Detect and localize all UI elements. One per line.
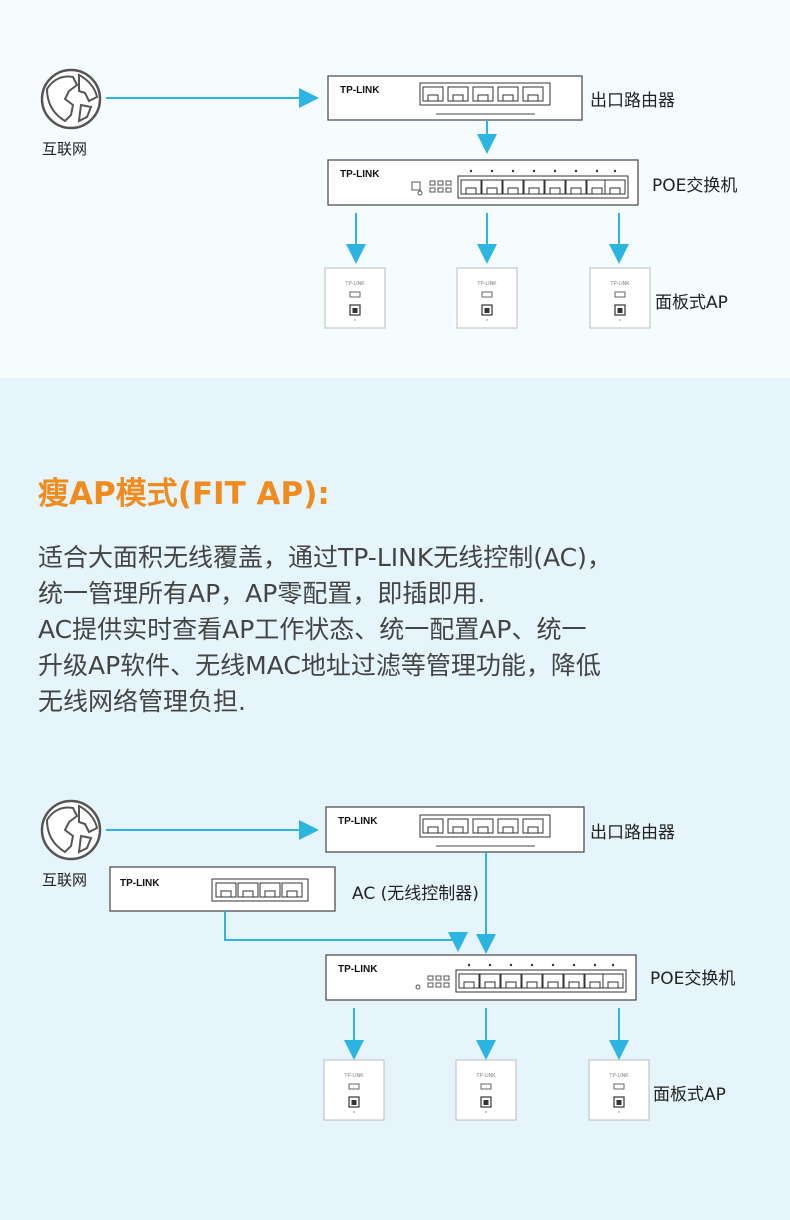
switch-label: POE交换机 <box>650 969 736 989</box>
globe-icon <box>40 68 102 130</box>
svg-text:TP-LINK: TP-LINK <box>338 816 378 827</box>
panel-ap-3 <box>588 1059 650 1121</box>
router-label: 出口路由器 <box>590 823 675 843</box>
top-network-diagram: TP-LINK TP-LINK TP-LINK <box>40 68 651 329</box>
description-line: 升级AP软件、无线MAC地址过滤等管理功能，降低 <box>38 651 601 680</box>
internet-label: 互联网 <box>42 140 88 158</box>
svg-text:TP-LINK: TP-LINK <box>338 964 378 975</box>
ap-label: 面板式AP <box>653 1085 726 1105</box>
internet-label: 互联网 <box>42 871 88 889</box>
poe-switch-device: TP-LINK <box>325 954 637 1001</box>
globe-icon <box>40 799 102 861</box>
router-label: 出口路由器 <box>590 91 675 111</box>
ac-label: AC (无线控制器) <box>352 884 479 904</box>
svg-text:TP-LINK: TP-LINK <box>340 169 380 180</box>
panel-ap-2 <box>455 1059 517 1121</box>
svg-text:TP-LINK: TP-LINK <box>340 85 380 96</box>
switch-label: POE交换机 <box>652 176 738 196</box>
panel-ap-2 <box>456 267 518 329</box>
router-device: TP-LINK <box>327 75 583 121</box>
description-line: 无线网络管理负担. <box>38 687 246 716</box>
svg-text:TP-LINK: TP-LINK <box>120 878 160 889</box>
section-heading: 瘦AP模式(FIT AP): <box>38 476 330 512</box>
router-device: TP-LINK <box>325 806 585 853</box>
description: 适合大面积无线覆盖，通过TP-LINK无线控制(AC)， 统一管理所有AP，AP… <box>38 540 758 720</box>
ap-label: 面板式AP <box>655 293 728 313</box>
description-line: AC提供实时查看AP工作状态、统一配置AP、统一 <box>38 615 587 644</box>
description-line: 适合大面积无线覆盖，通过TP-LINK无线控制(AC)， <box>38 543 612 572</box>
ac-controller-device: TP-LINK <box>109 866 336 912</box>
description-line: 统一管理所有AP，AP零配置，即插即用. <box>38 579 486 608</box>
panel-ap-1 <box>324 267 386 329</box>
panel-ap-1 <box>323 1059 385 1121</box>
poe-switch-device: TP-LINK <box>327 159 639 206</box>
ac-switch-arrow <box>224 911 468 952</box>
panel-ap-3 <box>589 267 651 329</box>
bottom-network-diagram: TP-LINK TP-LINK TP-LINK <box>40 799 650 1121</box>
lower-background <box>0 378 790 1220</box>
